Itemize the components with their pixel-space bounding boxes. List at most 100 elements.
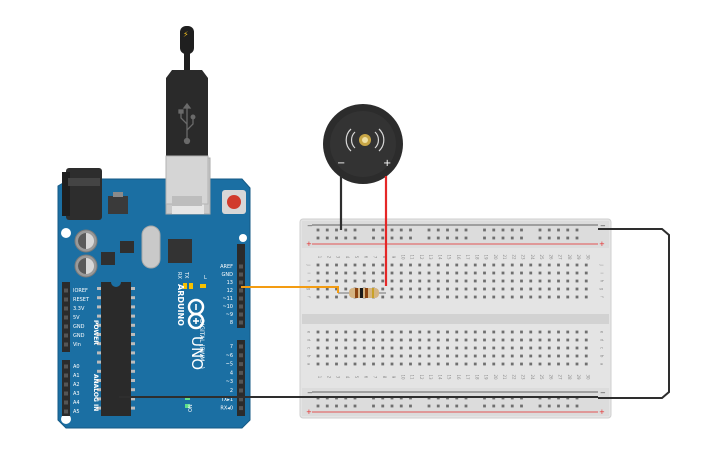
breadboard-hole[interactable]: [372, 263, 375, 267]
rail-hole[interactable]: [520, 228, 523, 232]
breadboard-hole[interactable]: [464, 287, 468, 291]
breadboard-hole[interactable]: [409, 279, 412, 283]
breadboard-hole[interactable]: [575, 295, 579, 299]
rail-hole[interactable]: [575, 236, 579, 240]
rail-hole[interactable]: [427, 236, 431, 240]
breadboard-hole[interactable]: [362, 362, 366, 366]
breadboard-hole[interactable]: [436, 295, 440, 299]
breadboard-hole[interactable]: [492, 271, 496, 275]
breadboard-hole[interactable]: [427, 287, 431, 291]
rail-hole[interactable]: [538, 404, 542, 408]
rail-hole[interactable]: [335, 228, 338, 232]
header-pin[interactable]: [239, 406, 243, 411]
breadboard-hole[interactable]: [473, 354, 477, 358]
header-pin[interactable]: [64, 382, 68, 387]
rail-hole[interactable]: [436, 228, 440, 232]
breadboard-hole[interactable]: [418, 263, 422, 267]
rail-hole[interactable]: [381, 404, 385, 408]
breadboard-hole[interactable]: [547, 362, 551, 366]
rail-hole[interactable]: [501, 404, 505, 408]
breadboard-hole[interactable]: [483, 287, 486, 291]
breadboard-hole[interactable]: [390, 354, 394, 358]
piezo-buzzer[interactable]: − +: [323, 104, 403, 286]
breadboard-hole[interactable]: [566, 346, 570, 350]
breadboard-hole[interactable]: [492, 287, 496, 291]
rail-hole[interactable]: [381, 236, 385, 240]
breadboard-hole[interactable]: [492, 362, 496, 366]
header-pin[interactable]: [64, 333, 68, 338]
header-pin[interactable]: [64, 342, 68, 347]
breadboard-hole[interactable]: [325, 271, 329, 275]
breadboard-hole[interactable]: [335, 362, 338, 366]
rail-hole[interactable]: [455, 228, 459, 232]
breadboard-hole[interactable]: [427, 279, 431, 283]
rail-hole[interactable]: [492, 228, 496, 232]
rail-hole[interactable]: [538, 228, 542, 232]
rail-hole[interactable]: [399, 404, 403, 408]
breadboard-hole[interactable]: [409, 295, 412, 299]
rail-hole[interactable]: [344, 236, 348, 240]
breadboard-hole[interactable]: [584, 287, 588, 291]
breadboard-hole[interactable]: [520, 338, 523, 342]
rail-hole[interactable]: [372, 236, 375, 240]
rail-hole[interactable]: [335, 404, 338, 408]
breadboard-hole[interactable]: [353, 346, 357, 350]
header-pin[interactable]: [64, 400, 68, 405]
breadboard-hole[interactable]: [372, 279, 375, 283]
rail-hole[interactable]: [566, 236, 570, 240]
breadboard-hole[interactable]: [436, 338, 440, 342]
breadboard-hole[interactable]: [520, 362, 523, 366]
breadboard-hole[interactable]: [390, 330, 394, 334]
rail-hole[interactable]: [325, 404, 329, 408]
breadboard-hole[interactable]: [446, 271, 449, 275]
rail-hole[interactable]: [575, 228, 579, 232]
breadboard-hole[interactable]: [547, 354, 551, 358]
breadboard-hole[interactable]: [538, 354, 542, 358]
breadboard-hole[interactable]: [344, 295, 348, 299]
breadboard-hole[interactable]: [520, 279, 523, 283]
breadboard-hole[interactable]: [464, 279, 468, 283]
breadboard-hole[interactable]: [436, 279, 440, 283]
breadboard-hole[interactable]: [399, 263, 403, 267]
breadboard-hole[interactable]: [492, 346, 496, 350]
rail-hole[interactable]: [409, 236, 412, 240]
breadboard-hole[interactable]: [529, 354, 533, 358]
breadboard-hole[interactable]: [344, 330, 348, 334]
breadboard-hole[interactable]: [436, 346, 440, 350]
rail-hole[interactable]: [566, 228, 570, 232]
breadboard-hole[interactable]: [381, 263, 385, 267]
breadboard-hole[interactable]: [464, 330, 468, 334]
breadboard-hole[interactable]: [418, 330, 422, 334]
rail-hole[interactable]: [344, 404, 348, 408]
rail-hole[interactable]: [492, 404, 496, 408]
breadboard-hole[interactable]: [510, 338, 514, 342]
breadboard-hole[interactable]: [353, 338, 357, 342]
rail-hole[interactable]: [510, 228, 514, 232]
breadboard-hole[interactable]: [501, 263, 505, 267]
rail-hole[interactable]: [427, 228, 431, 232]
breadboard-hole[interactable]: [520, 271, 523, 275]
breadboard-hole[interactable]: [575, 287, 579, 291]
breadboard-hole[interactable]: [501, 287, 505, 291]
header-pin[interactable]: [64, 364, 68, 369]
breadboard-hole[interactable]: [362, 346, 366, 350]
breadboard-hole[interactable]: [427, 362, 431, 366]
breadboard-hole[interactable]: [353, 279, 357, 283]
breadboard-hole[interactable]: [325, 295, 329, 299]
header-pin[interactable]: [64, 315, 68, 320]
rail-hole[interactable]: [547, 404, 551, 408]
header-pin[interactable]: [239, 353, 243, 358]
breadboard-hole[interactable]: [538, 279, 542, 283]
rail-hole[interactable]: [547, 228, 551, 232]
breadboard-hole[interactable]: [344, 346, 348, 350]
breadboard-hole[interactable]: [566, 263, 570, 267]
rail-hole[interactable]: [455, 236, 459, 240]
breadboard-hole[interactable]: [464, 346, 468, 350]
breadboard-hole[interactable]: [409, 287, 412, 291]
header-pin[interactable]: [239, 397, 243, 402]
breadboard-hole[interactable]: [344, 279, 348, 283]
breadboard-hole[interactable]: [529, 346, 533, 350]
breadboard-hole[interactable]: [316, 263, 320, 267]
breadboard-hole[interactable]: [390, 295, 394, 299]
breadboard-hole[interactable]: [427, 346, 431, 350]
